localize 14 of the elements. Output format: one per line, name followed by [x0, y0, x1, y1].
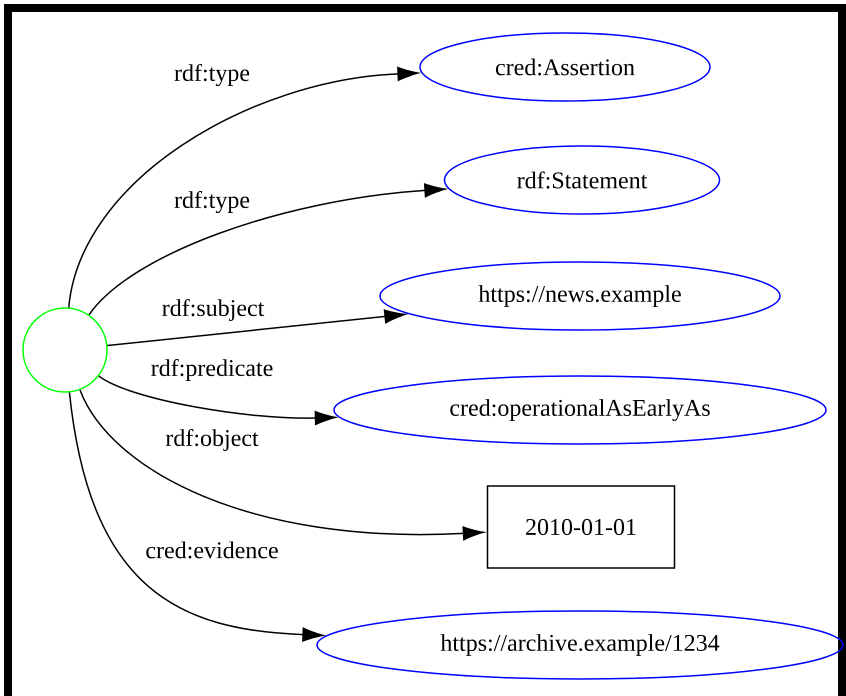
circle-node	[22, 307, 108, 393]
edge-label: rdf:type	[173, 62, 251, 88]
edge-label: cred:evidence	[144, 540, 280, 560]
arrow	[88, 183, 446, 316]
arrow	[68, 66, 418, 308]
literal-box: 2010-01-01	[486, 485, 676, 569]
arrow	[98, 375, 336, 426]
edge-label: rdf:predicate	[150, 358, 274, 382]
edge-label: rdf:subject	[160, 298, 266, 322]
arrow	[107, 309, 406, 346]
arrow	[68, 392, 324, 642]
edge-label: rdf:object	[164, 428, 260, 452]
edge-label: rdf:type	[173, 190, 251, 214]
arrow	[79, 390, 484, 540]
